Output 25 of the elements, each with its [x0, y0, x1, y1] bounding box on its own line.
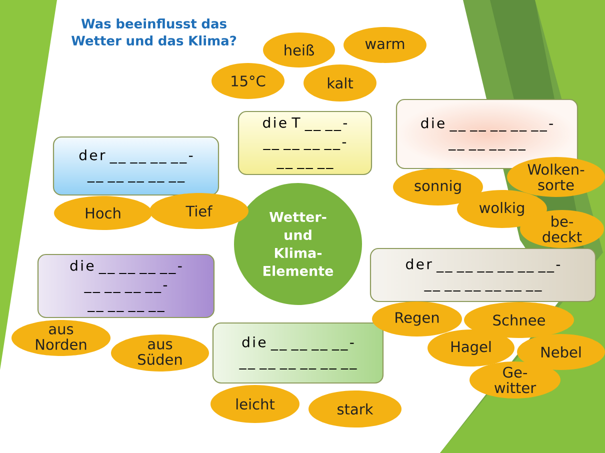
node-label: Hagel — [451, 340, 491, 356]
word-oval: Schnee — [464, 302, 574, 338]
word-oval: Ge- witter — [470, 362, 560, 398]
word-oval: leicht — [210, 385, 300, 423]
word-oval: Tief — [150, 193, 248, 229]
node-label: Schnee — [493, 314, 545, 326]
word-oval: aus Süden — [111, 334, 209, 372]
fill-in-box: der __ __ __ __- __ __ __ __ __ — [52, 136, 220, 196]
word-oval: sonnig — [393, 168, 483, 206]
word-oval: Regen — [372, 302, 462, 336]
word-oval: heiß — [263, 32, 335, 68]
word-oval: Hoch — [54, 196, 152, 230]
word-oval: stark — [308, 390, 402, 428]
word-oval: 15°C — [212, 63, 284, 99]
word-oval: Wolken- sorte — [507, 157, 605, 197]
word-oval: warm — [344, 27, 426, 63]
word-oval: Nebel — [517, 334, 605, 370]
fill-in-box: die __ __ __ __- __ __ __ __ __ __ — [212, 322, 384, 384]
fill-in-box: der __ __ __ __ __ __- __ __ __ __ __ __ — [370, 248, 596, 302]
fill-in-box: die T __ __- __ __ __ __- __ __ __ — [238, 110, 372, 176]
title: Was beeinflusst das Wetter und das Klima? — [71, 18, 236, 46]
word-oval: Hagel — [428, 330, 514, 366]
word-oval: kalt — [304, 64, 376, 102]
fill-in-box: die __ __ __ __- __ __ __ __- __ __ __ __ — [37, 254, 215, 318]
word-oval: aus Norden — [12, 320, 110, 356]
